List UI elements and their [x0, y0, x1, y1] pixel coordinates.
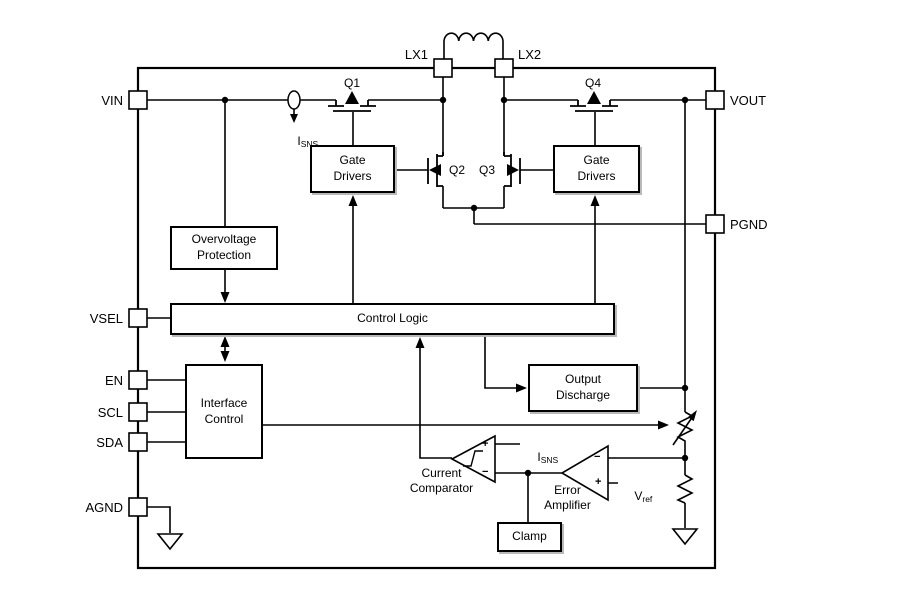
pin-label-sda: SDA: [96, 435, 123, 450]
transistor-q1: [328, 91, 376, 112]
wire-lx-verticals: [442, 77, 505, 156]
label-q3: Q3: [479, 163, 496, 177]
pin-vout-square: [705, 90, 725, 110]
potentiometer-arrowhead: [687, 410, 697, 422]
label-error-amplifier: Error Amplifier: [544, 483, 591, 512]
gate-drivers-left-block: Gate Drivers: [310, 145, 395, 193]
label-current-comparator: Current Comparator: [409, 466, 474, 495]
wire-i2c: [147, 379, 185, 443]
isns-comp-base: I: [537, 450, 541, 464]
pin-label-en: EN: [104, 373, 123, 388]
arrow-to-discharge: [516, 383, 527, 393]
vref-base: V: [634, 489, 643, 503]
pin-label-lx2: LX2: [518, 47, 542, 62]
pin-label-pgnd: PGND: [730, 217, 768, 232]
pin-vsel-square: [128, 308, 148, 328]
clamp-block: Clamp: [497, 522, 562, 552]
wire-error-amp-inputs: [608, 457, 685, 484]
pin-label-agnd: AGND: [85, 500, 123, 515]
isns-sense-base: I: [297, 134, 301, 148]
comparator-plus-sign: +: [482, 438, 489, 450]
overvoltage-protection-block: Overvoltage Protection: [170, 226, 278, 270]
wire-control-to-drivers: [352, 203, 596, 303]
label-q4: Q4: [585, 76, 602, 90]
arrow-bidir-up: [220, 336, 230, 347]
transistor-q4: [570, 91, 618, 112]
junction-dots: [221, 96, 689, 477]
label-vref: Vref: [621, 475, 652, 518]
pin-en-square: [128, 370, 148, 390]
current-comparator-symbol: [450, 434, 496, 484]
pin-label-lx1: LX1: [404, 47, 428, 62]
comparator-minus-sign: −: [482, 466, 489, 478]
arrow-interface-to-pot: [658, 420, 669, 430]
pin-squares: [128, 58, 725, 517]
transistor-q3: [503, 152, 521, 187]
arrow-to-left-driver: [348, 195, 358, 206]
isns-sense-sub: SNS: [300, 139, 319, 149]
label-isns-comp: ISNS: [524, 436, 558, 479]
pin-lx2-square: [494, 58, 514, 78]
inductor-symbol: [443, 32, 504, 59]
pin-agnd-square: [128, 497, 148, 517]
error-amp-plus-sign: +: [595, 476, 602, 488]
arrow-to-right-driver: [590, 195, 600, 206]
arrow-ovp-to-control: [220, 292, 230, 303]
agnd-ground-symbol: [156, 533, 184, 551]
pin-label-vsel: VSEL: [89, 311, 123, 326]
pin-lx1-square: [433, 58, 453, 78]
pin-scl-square: [128, 402, 148, 422]
pin-sda-square: [128, 432, 148, 452]
error-amplifier-symbol: [560, 444, 609, 502]
control-logic-block: Control Logic: [170, 303, 615, 335]
pin-label-vout: VOUT: [730, 93, 767, 108]
transistor-q2: [427, 152, 444, 187]
interface-control-block: Interface Control: [185, 364, 263, 459]
current-sense-element: [287, 90, 301, 110]
label-isns-sense: ISNS: [284, 120, 318, 163]
output-discharge-block: Output Discharge: [528, 364, 638, 412]
pin-label-scl: SCL: [97, 405, 123, 420]
pin-label-vin: VIN: [101, 93, 123, 108]
hysteresis-icon: [463, 450, 483, 467]
pin-pgnd-square: [705, 214, 725, 234]
pin-vin-square: [128, 90, 148, 110]
wire-comp-to-control: [419, 345, 452, 459]
feedback-resistor: [676, 474, 694, 504]
error-amp-minus-sign: −: [594, 451, 601, 463]
label-q2: Q2: [449, 163, 466, 177]
wire-agnd: [147, 506, 171, 533]
arrow-sense-down: [290, 114, 298, 123]
label-q1: Q1: [344, 76, 361, 90]
wires: [147, 32, 706, 533]
isns-comp-sub: SNS: [540, 455, 559, 465]
wire-control-to-discharge: [484, 335, 517, 389]
arrow-bidir-down: [220, 351, 230, 362]
arrowheads: [220, 114, 669, 430]
gate-drivers-right-block: Gate Drivers: [553, 145, 640, 193]
wire-gate-leads-q1-q4: [352, 112, 596, 145]
arrow-comp-to-control: [415, 337, 425, 348]
vref-sub: ref: [642, 494, 653, 504]
feedback-ground-symbol: [671, 528, 699, 546]
